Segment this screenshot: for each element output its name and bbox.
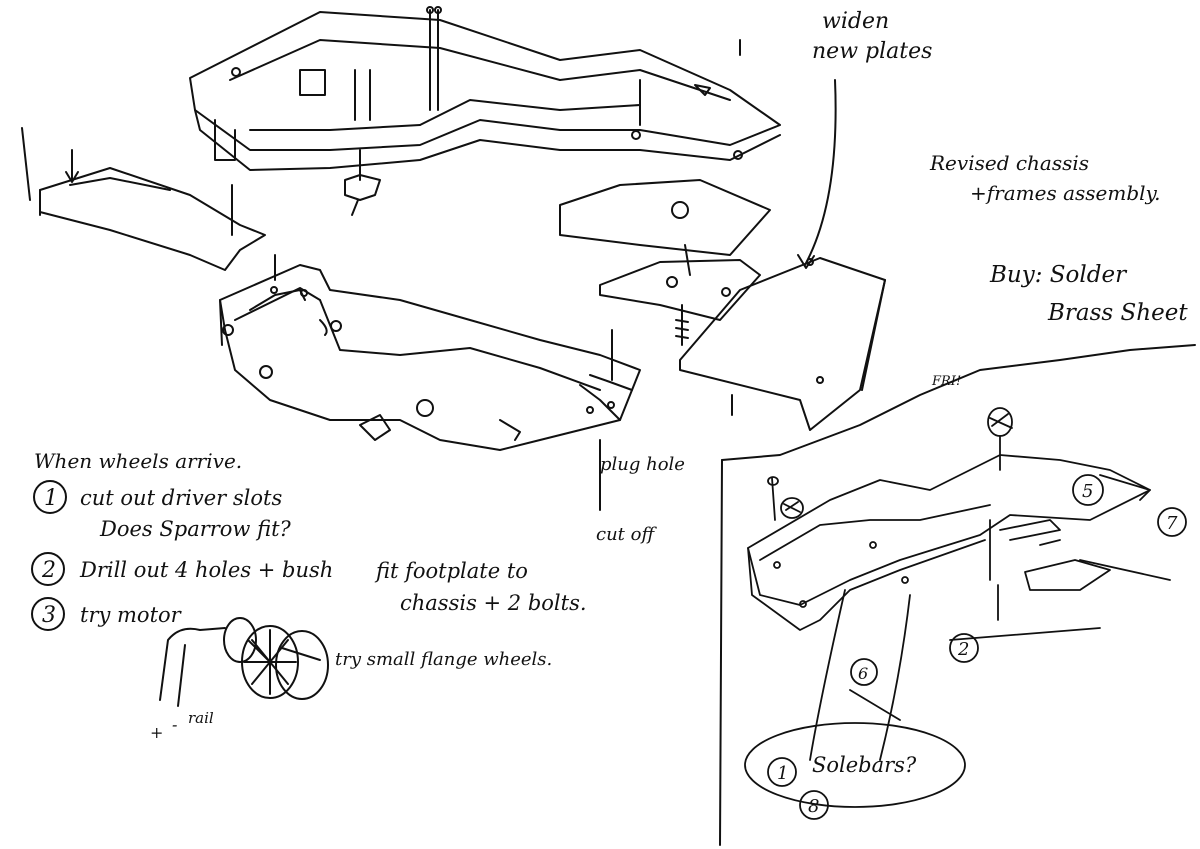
left-plate-drawing bbox=[21, 127, 266, 271]
note-step1b: Does Sparrow fit? bbox=[99, 517, 292, 541]
note-small-flange: try small flange wheels. bbox=[335, 649, 552, 670]
inset-chassis-drawing bbox=[744, 407, 1187, 820]
top-footplate-drawing bbox=[189, 6, 781, 216]
handwritten-notes: widen new plates Revised chassis +frames… bbox=[34, 9, 1188, 817]
motor-wheel-drawing bbox=[159, 617, 329, 707]
inset-number-2: 2 bbox=[957, 639, 969, 660]
step-number-3: 3 bbox=[42, 603, 56, 628]
inset-number-1: 1 bbox=[777, 763, 788, 784]
inset-number-8: 8 bbox=[808, 796, 819, 817]
inset-panel bbox=[719, 344, 1196, 846]
note-step1: cut out driver slots bbox=[80, 486, 282, 510]
note-minus: - bbox=[172, 715, 177, 734]
note-rail: rail bbox=[188, 709, 214, 727]
note-buy-solder: Buy: Solder bbox=[989, 262, 1128, 288]
note-brass-sheet: Brass Sheet bbox=[1047, 300, 1188, 326]
step-number-1: 1 bbox=[44, 486, 58, 511]
note-new-plates: new plates bbox=[812, 39, 932, 64]
step-number-2: 2 bbox=[41, 558, 56, 583]
note-when-wheels: When wheels arrive. bbox=[34, 449, 242, 473]
right-plates-drawing bbox=[559, 39, 886, 431]
note-fit-footplate: fit footplate to bbox=[374, 559, 528, 583]
main-chassis-frame-drawing bbox=[219, 254, 733, 511]
step-circles bbox=[31, 480, 67, 631]
note-plus: + bbox=[150, 723, 163, 742]
note-step3: try motor bbox=[80, 603, 183, 627]
note-frames-assembly: +frames assembly. bbox=[970, 181, 1161, 205]
inset-number-6: 6 bbox=[858, 664, 868, 683]
note-step2: Drill out 4 holes + bush bbox=[79, 558, 333, 582]
inset-number-7: 7 bbox=[1166, 513, 1178, 534]
inset-number-5: 5 bbox=[1082, 481, 1093, 502]
note-widen: widen bbox=[822, 9, 889, 34]
note-cut-off: cut off bbox=[596, 524, 657, 545]
note-plug-hole: plug hole bbox=[600, 454, 685, 475]
note-solebars: Solebars? bbox=[812, 753, 917, 777]
note-fri: FRI! bbox=[931, 374, 961, 389]
note-chassis-bolts: chassis + 2 bolts. bbox=[400, 591, 587, 615]
note-revised-chassis: Revised chassis bbox=[929, 151, 1089, 175]
